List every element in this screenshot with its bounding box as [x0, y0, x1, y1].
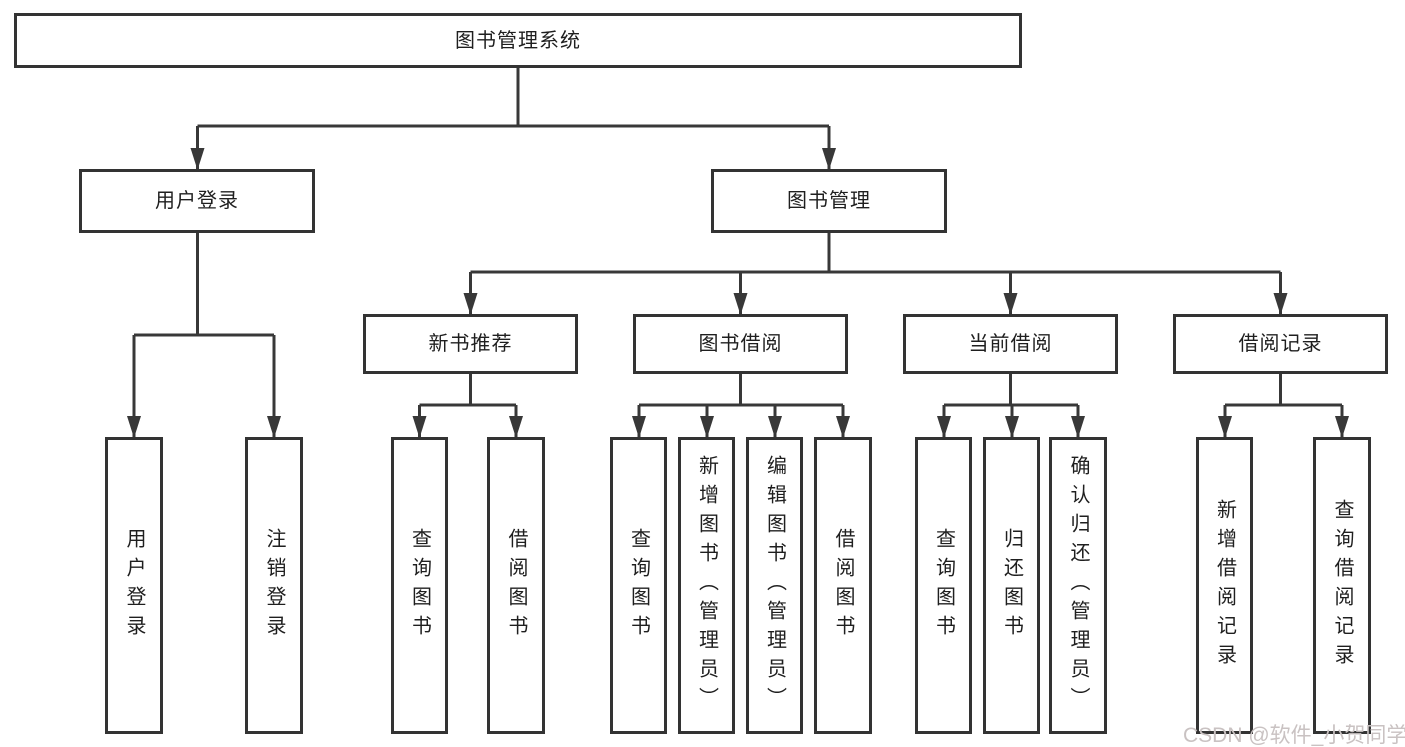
node-book-borrow-label: 图书借阅	[698, 333, 783, 355]
leaf-cb-return-book-label: 归还图书	[1000, 527, 1023, 644]
node-current-borrow: 当前借阅	[903, 314, 1118, 374]
leaf-user-login-label: 用户登录	[123, 527, 145, 644]
leaf-bb-borrow-book-label: 借阅图书	[832, 527, 854, 644]
leaf-bb-edit-book-label: 编辑图书（管理员）	[763, 455, 786, 716]
node-current-borrow-label: 当前借阅	[968, 333, 1053, 355]
leaf-rec-query-book: 查询图书	[391, 437, 448, 734]
node-borrow-record: 借阅记录	[1173, 314, 1388, 374]
node-book-mgmt: 图书管理	[711, 169, 947, 233]
leaf-rec-borrow-book: 借阅图书	[487, 437, 545, 734]
leaf-logout-label: 注销登录	[263, 527, 285, 644]
leaf-user-login: 用户登录	[105, 437, 163, 734]
leaf-br-add-record-label: 新增借阅记录	[1213, 498, 1236, 673]
node-book-mgmt-label: 图书管理	[787, 190, 871, 212]
leaf-br-add-record: 新增借阅记录	[1196, 437, 1253, 734]
leaf-bb-add-book-label: 新增图书（管理员）	[695, 455, 718, 716]
leaf-cb-query-book: 查询图书	[915, 437, 972, 734]
leaf-logout: 注销登录	[245, 437, 303, 734]
leaf-bb-query-book: 查询图书	[610, 437, 667, 734]
leaf-br-query-record-label: 查询借阅记录	[1331, 498, 1353, 673]
node-root: 图书管理系统	[14, 13, 1022, 68]
node-new-book-rec-label: 新书推荐	[428, 333, 513, 355]
leaf-rec-borrow-book-label: 借阅图书	[505, 527, 527, 644]
csdn-watermark: CSDN @软件_小贺同学	[1183, 724, 1405, 747]
leaf-cb-return-book: 归还图书	[983, 437, 1040, 734]
leaf-cb-confirm-return-label: 确认归还（管理员）	[1067, 455, 1089, 716]
node-borrow-record-label: 借阅记录	[1238, 333, 1323, 355]
node-root-label: 图书管理系统	[455, 29, 581, 52]
node-book-borrow: 图书借阅	[633, 314, 848, 374]
leaf-bb-edit-book: 编辑图书（管理员）	[746, 437, 803, 734]
node-user-login-label: 用户登录	[155, 190, 239, 212]
node-new-book-rec: 新书推荐	[363, 314, 578, 374]
leaf-cb-query-book-label: 查询图书	[932, 527, 955, 644]
leaf-bb-query-book-label: 查询图书	[627, 527, 650, 644]
node-user-login: 用户登录	[79, 169, 315, 233]
leaf-br-query-record: 查询借阅记录	[1313, 437, 1371, 734]
leaf-cb-confirm-return: 确认归还（管理员）	[1049, 437, 1107, 734]
leaf-rec-query-book-label: 查询图书	[408, 527, 431, 644]
leaf-bb-borrow-book: 借阅图书	[814, 437, 872, 734]
leaf-bb-add-book: 新增图书（管理员）	[678, 437, 735, 734]
